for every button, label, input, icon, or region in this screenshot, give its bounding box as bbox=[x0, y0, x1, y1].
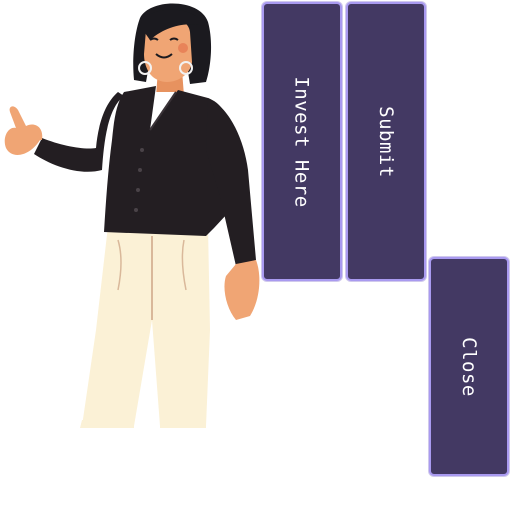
invest-here-button[interactable]: Invest Here bbox=[262, 2, 342, 281]
jacket bbox=[104, 86, 240, 236]
submit-button[interactable]: Submit bbox=[346, 2, 426, 281]
close-label: Close bbox=[457, 336, 480, 397]
woman-pointing-illustration bbox=[4, 3, 260, 428]
close-button[interactable]: Close bbox=[429, 257, 509, 476]
submit-label: Submit bbox=[374, 105, 397, 178]
pointing-hand bbox=[4, 106, 43, 155]
pants bbox=[82, 226, 210, 426]
invest-here-label: Invest Here bbox=[291, 75, 313, 208]
